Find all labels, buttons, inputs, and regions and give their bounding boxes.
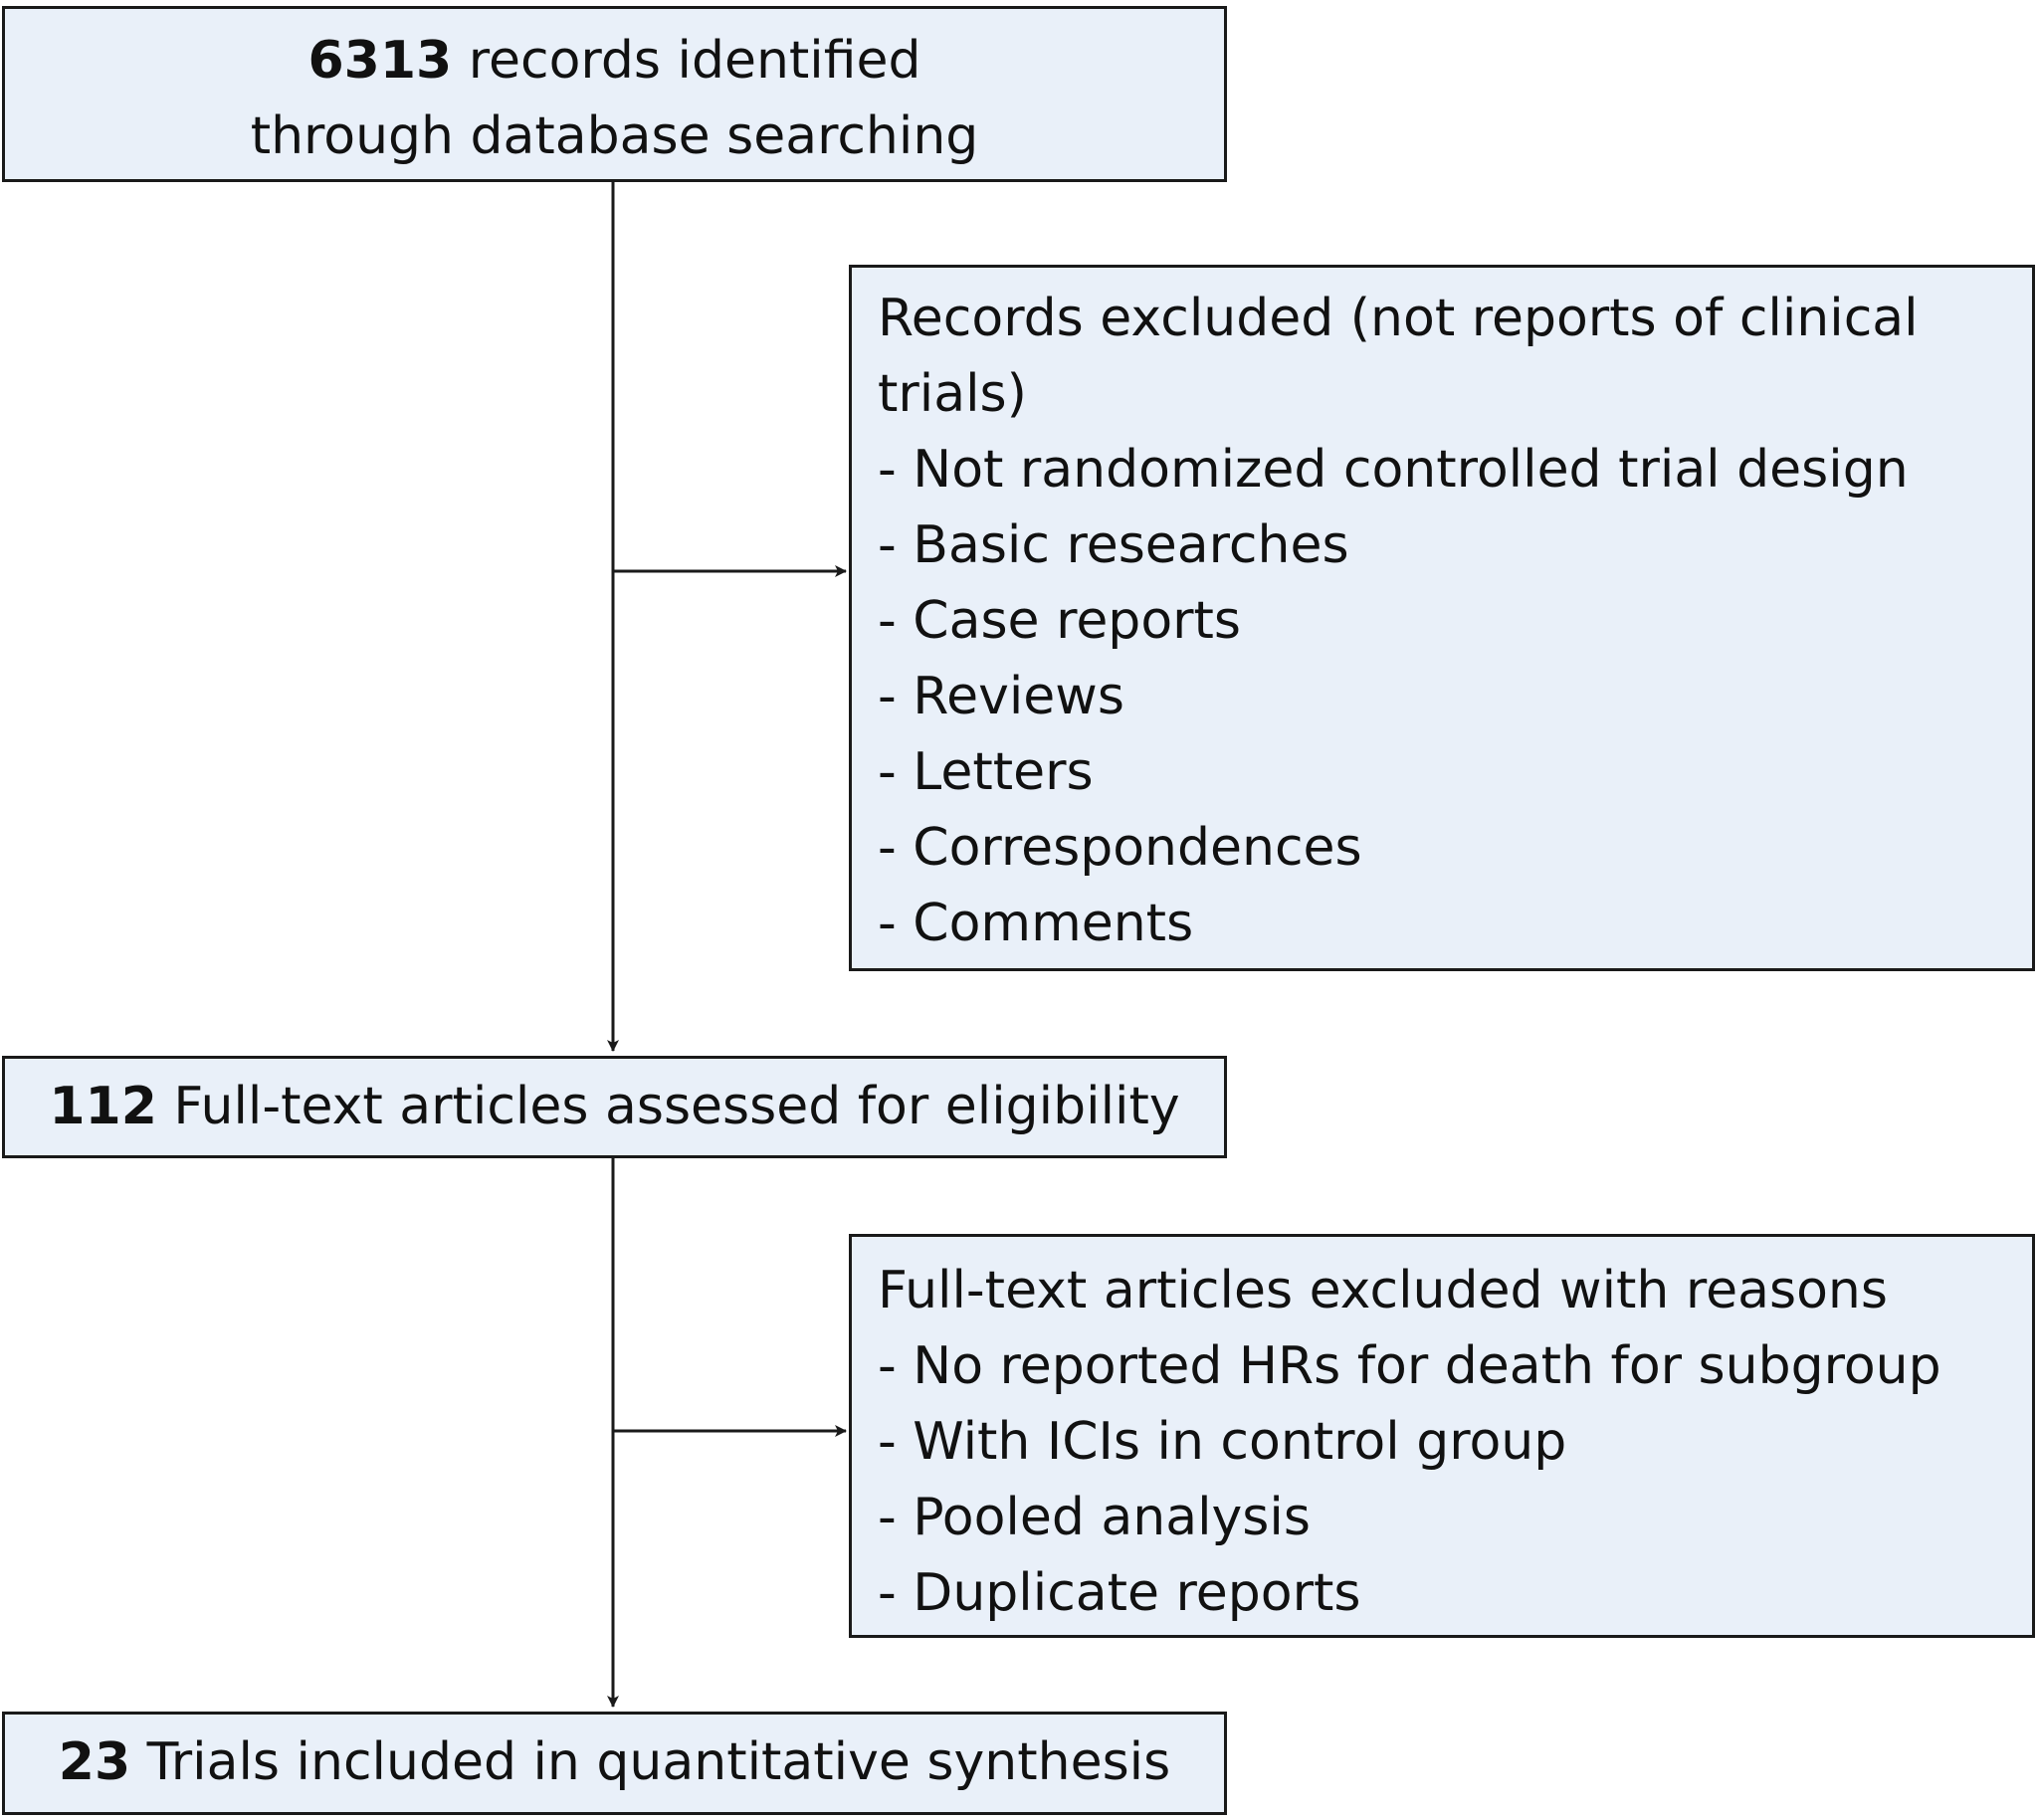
records-excluded-box: Records excluded (not reports of clinica… — [849, 265, 2035, 971]
records-excluded-item: - Not randomized controlled trial design — [878, 440, 1909, 500]
fulltext-assessed-count: 112 — [49, 1077, 157, 1136]
fulltext-assessed-text: Full-text articles assessed for eligibil… — [156, 1077, 1180, 1136]
trials-included-text: Trials included in quantitative synthesi… — [130, 1732, 1171, 1792]
trials-included-box: 23 Trials included in quantitative synth… — [2, 1712, 1227, 1815]
fulltext-excluded-item: - With ICIs in control group — [878, 1412, 1567, 1472]
fulltext-excluded-item: - No reported HRs for death for subgroup — [878, 1336, 1941, 1396]
fulltext-excluded-box: Full-text articles excluded with reasons… — [849, 1234, 2035, 1638]
records-identified-count: 6313 — [307, 31, 453, 91]
fulltext-assessed-line: 112 Full-text articles assessed for elig… — [5, 1069, 1224, 1144]
records-excluded-item: - Case reports — [878, 591, 1241, 651]
records-excluded-heading-line2: trials) — [878, 364, 1027, 424]
trials-included-line: 23 Trials included in quantitative synth… — [5, 1724, 1224, 1800]
records-identified-text: records identified — [452, 31, 921, 91]
records-excluded-heading-line1: Records excluded (not reports of clinica… — [878, 289, 1919, 348]
records-identified-line1: 6313 records identified — [5, 23, 1224, 99]
records-excluded-item: - Correspondences — [878, 818, 1362, 878]
records-excluded-item: - Reviews — [878, 667, 1124, 726]
fulltext-excluded-item: - Duplicate reports — [878, 1563, 1361, 1623]
fulltext-excluded-heading: Full-text articles excluded with reasons — [878, 1261, 1888, 1320]
fulltext-excluded-item: - Pooled analysis — [878, 1488, 1311, 1547]
records-identified-box: 6313 records identified through database… — [2, 6, 1227, 182]
records-excluded-item: - Comments — [878, 894, 1194, 953]
records-excluded-item: - Letters — [878, 742, 1094, 802]
records-identified-line2: through database searching — [250, 106, 979, 166]
fulltext-assessed-box: 112 Full-text articles assessed for elig… — [2, 1056, 1227, 1158]
trials-included-count: 23 — [58, 1732, 131, 1792]
records-excluded-item: - Basic researches — [878, 515, 1349, 575]
